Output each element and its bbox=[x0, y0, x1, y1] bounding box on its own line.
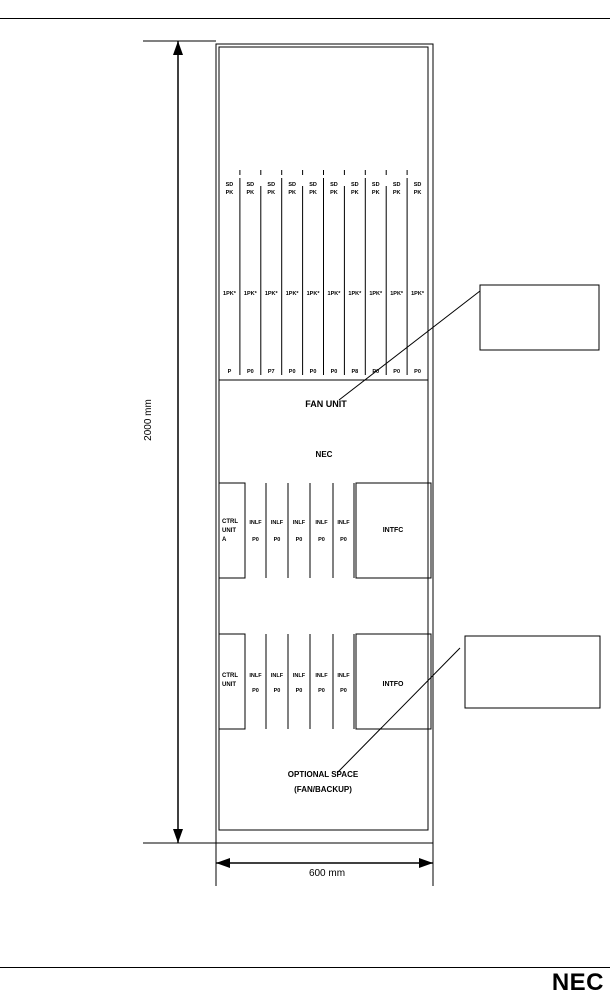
nec-mid-label: NEC bbox=[316, 450, 333, 459]
rack-slot-top-label: PK bbox=[351, 190, 359, 196]
shelf-slot-label: INLF bbox=[315, 673, 328, 679]
optional-space-label-2: (FAN/BACKUP) bbox=[294, 785, 352, 794]
rack-slot-top-label: SD bbox=[393, 182, 401, 188]
shelf-1-ctrl-line3: A bbox=[222, 537, 227, 543]
rack-slot-top-label: PK bbox=[330, 190, 338, 196]
shelf-1-ctrl-line2: UNIT bbox=[222, 528, 236, 534]
rack-slot-bottom-label: P0 bbox=[310, 369, 317, 375]
rack-slot-top-label: PK bbox=[247, 190, 255, 196]
shelf-slot-label: INLF bbox=[293, 673, 306, 679]
rack-slot-group: SD PK 1PK* P SD PK 1PK* P0 SD PK 1PK* P7 SD PK 1PK* P0 S… bbox=[223, 170, 425, 375]
rack-slot-mid-label: 1PK* bbox=[411, 291, 425, 297]
rack-slot-bottom-label: P bbox=[228, 369, 232, 375]
shelf-slot-sublabel: P0 bbox=[274, 537, 281, 543]
rack-slot-bottom-label: P0 bbox=[331, 369, 338, 375]
rack-slot-bottom-label: P0 bbox=[393, 369, 400, 375]
width-arrow-left bbox=[216, 858, 230, 868]
shelf-slot-sublabel: P0 bbox=[340, 688, 347, 694]
rack-slot-top-label: SD bbox=[351, 182, 359, 188]
rack-slot-top-label: PK bbox=[226, 190, 234, 196]
rack-slot-mid-label: 1PK* bbox=[307, 291, 321, 297]
shelf-slot-sublabel: P0 bbox=[296, 537, 303, 543]
rack-slot-top-label: SD bbox=[288, 182, 296, 188]
rack-slot-top-label: SD bbox=[226, 182, 234, 188]
shelf-slot-label: INLF bbox=[249, 673, 262, 679]
shelf-slot-sublabel: P0 bbox=[318, 688, 325, 694]
rack-slot-top-label: SD bbox=[267, 182, 275, 188]
shelf-slot-sublabel: P0 bbox=[318, 537, 325, 543]
rack-slot-top-label: SD bbox=[330, 182, 338, 188]
shelf-slot-label: INLF bbox=[293, 520, 306, 526]
callout-leader-upper bbox=[338, 290, 481, 401]
callout-leader-lower bbox=[336, 647, 461, 774]
shelf-2-ctrl-line1: CTRL bbox=[222, 673, 238, 679]
width-arrow-right bbox=[419, 858, 433, 868]
cabinet-inner bbox=[218, 46, 429, 831]
rack-slot-bottom-label: P0 bbox=[247, 369, 254, 375]
rack-slot-mid-label: 1PK* bbox=[244, 291, 258, 297]
rack-slot-bottom-label: P0 bbox=[289, 369, 296, 375]
rack-slot-mid-label: 1PK* bbox=[328, 291, 342, 297]
callout-box-lower bbox=[464, 635, 601, 709]
shelf-slot-sublabel: P0 bbox=[274, 688, 281, 694]
rack-slot-mid-label: 1PK* bbox=[223, 291, 237, 297]
rack-slot-top-label: SD bbox=[414, 182, 422, 188]
rack-slot-bottom-label: P7 bbox=[268, 369, 275, 375]
height-arrow-bottom bbox=[173, 829, 183, 843]
shelf-1: CTRL UNIT A INTFC INLF P0 INLF P0 INLF P0 INLF… bbox=[218, 482, 432, 579]
height-dim-label: 2000 mm bbox=[143, 399, 154, 441]
shelf-1-interface-box bbox=[355, 482, 432, 579]
shelf-1-ctrl-line1: CTRL bbox=[222, 519, 238, 525]
rack-slot-mid-label: 1PK* bbox=[369, 291, 383, 297]
rack-slot-bottom-label: P8 bbox=[351, 369, 358, 375]
rack-slot-top-label: PK bbox=[393, 190, 401, 196]
rack-slot-bottom-label: P0 bbox=[414, 369, 421, 375]
rack-slot-top-label: PK bbox=[414, 190, 422, 196]
rack-slot-top-label: PK bbox=[267, 190, 275, 196]
rack-slot-top-label: SD bbox=[372, 182, 380, 188]
rack-slot-mid-label: 1PK* bbox=[265, 291, 279, 297]
shelf-2-ctrl-box bbox=[218, 633, 246, 730]
shelf-slot-label: INLF bbox=[337, 673, 350, 679]
shelf-slot-label: INLF bbox=[337, 520, 350, 526]
cabinet-outer bbox=[215, 43, 434, 844]
shelf-slot-label: INLF bbox=[249, 520, 262, 526]
rack-slot-top-label: PK bbox=[372, 190, 380, 196]
nec-logo: NEC bbox=[551, 969, 604, 996]
shelf-slot-sublabel: P0 bbox=[296, 688, 303, 694]
width-dim-label: 600 mm bbox=[309, 868, 345, 879]
shelf-slot-sublabel: P0 bbox=[252, 537, 259, 543]
shelf-1-interface-label: INTFC bbox=[383, 527, 404, 534]
shelf-slot-sublabel: P0 bbox=[252, 688, 259, 694]
rack-slot-top-label: PK bbox=[309, 190, 317, 196]
shelf-2: CTRL UNIT INTFO INLF P0 INLF P0 INLF P0 INLF P0… bbox=[218, 633, 432, 730]
top-rule bbox=[0, 18, 610, 19]
rack-slot-top-label: PK bbox=[288, 190, 296, 196]
shelf-slot-sublabel: P0 bbox=[340, 537, 347, 543]
shelf-2-interface-label: INTFO bbox=[383, 681, 405, 688]
height-arrow-top bbox=[173, 41, 183, 55]
shelf-1-ctrl-box bbox=[218, 482, 246, 579]
rack-slot-mid-label: 1PK* bbox=[390, 291, 404, 297]
bottom-rule bbox=[0, 967, 610, 968]
optional-space-label-1: OPTIONAL SPACE bbox=[288, 770, 359, 779]
shelf-slot-label: INLF bbox=[315, 520, 328, 526]
rack-slot-mid-label: 1PK* bbox=[286, 291, 300, 297]
shelf-2-interface-box bbox=[355, 633, 432, 730]
shelf-slot-label: INLF bbox=[271, 520, 284, 526]
shelf-slot-label: INLF bbox=[271, 673, 284, 679]
callout-box-upper bbox=[479, 284, 600, 351]
rack-slot-mid-label: 1PK* bbox=[348, 291, 362, 297]
rack-slot-top-label: SD bbox=[247, 182, 255, 188]
shelf-2-ctrl-line2: UNIT bbox=[222, 682, 236, 688]
rack-slot-top-label: SD bbox=[309, 182, 317, 188]
fan-unit-label: FAN UNIT bbox=[305, 399, 347, 409]
